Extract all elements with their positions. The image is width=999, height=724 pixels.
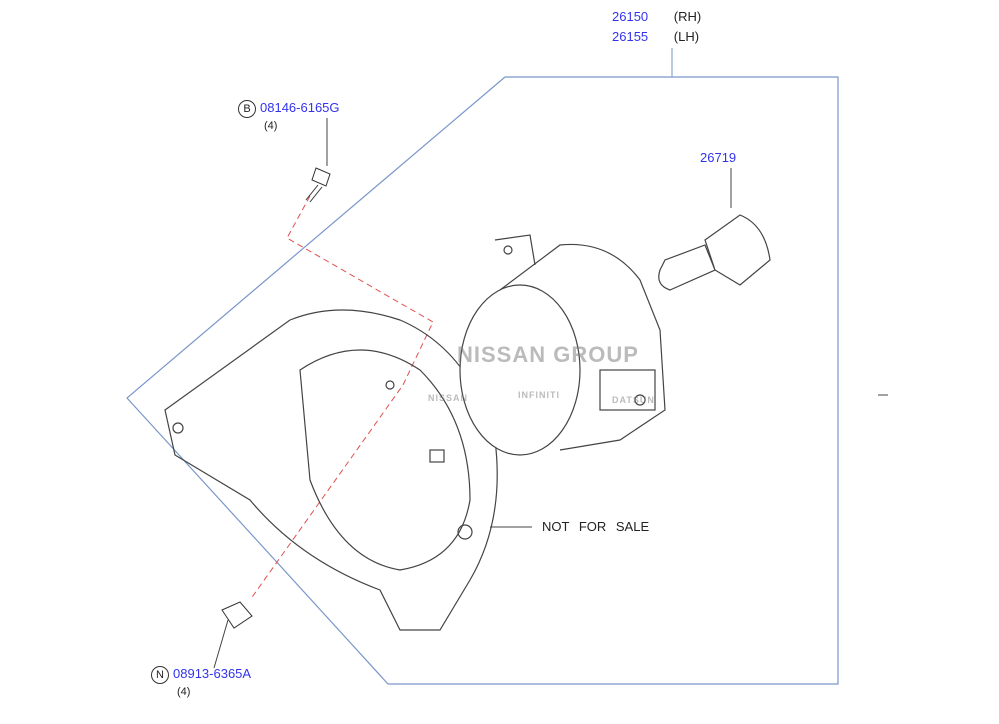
fog-lamp-icon bbox=[459, 234, 666, 456]
label-bulb: 26719 bbox=[700, 150, 736, 165]
part-number-26719[interactable]: 26719 bbox=[700, 150, 737, 165]
nissan-logo: NISSAN bbox=[428, 393, 469, 403]
watermark-text: NISSAN GROUP bbox=[457, 342, 639, 367]
infiniti-logo: INFINITI bbox=[518, 390, 560, 400]
bolt-icon bbox=[305, 167, 331, 203]
bracket-icon bbox=[164, 309, 498, 631]
label-bolt: B 08146-6165G bbox=[238, 100, 340, 118]
label-nut: N 08913-6365A bbox=[151, 666, 251, 684]
side-lh: (LH) bbox=[673, 29, 700, 44]
leader-nut bbox=[213, 619, 229, 669]
bolt-quantity: (4) bbox=[264, 120, 278, 132]
nut-quantity: (4) bbox=[177, 686, 191, 698]
clip-nut-icon bbox=[221, 601, 253, 629]
side-rh: (RH) bbox=[673, 9, 702, 24]
part-number-26150[interactable]: 26150 bbox=[612, 9, 649, 24]
assembly-frame bbox=[126, 76, 839, 685]
part-number-08146-6165G[interactable]: 08146-6165G bbox=[260, 100, 340, 115]
bulb-icon bbox=[658, 214, 771, 291]
not-for-sale-note: NOT FOR SALE bbox=[542, 519, 650, 534]
datsun-logo: DATSUN bbox=[612, 395, 655, 405]
nut-prefix-badge: N bbox=[151, 666, 169, 684]
dashed-leader bbox=[249, 195, 434, 601]
bolt-prefix-badge: B bbox=[238, 100, 256, 118]
label-lamp-rh: 26150 (RH) bbox=[612, 9, 701, 24]
part-number-26155[interactable]: 26155 bbox=[612, 29, 649, 44]
label-lamp-lh: 26155 (LH) bbox=[612, 29, 699, 44]
part-number-08913-6365A[interactable]: 08913-6365A bbox=[173, 666, 252, 681]
